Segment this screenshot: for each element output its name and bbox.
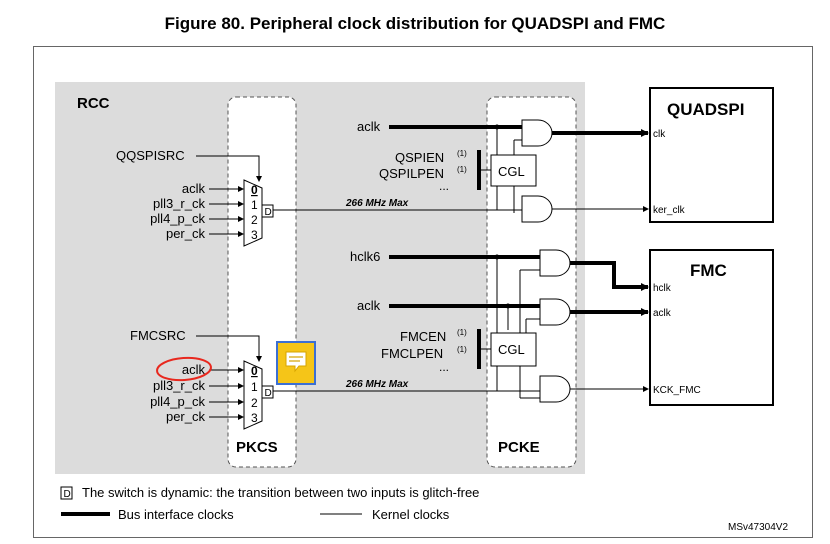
qspi-and-kernel — [521, 195, 553, 223]
qspi-lpen-note: (1) — [457, 165, 467, 174]
quadspi-title: QUADSPI — [667, 100, 744, 119]
fmc-and-aclk — [539, 298, 571, 326]
qspi-selector-label: QQSPISRC — [116, 148, 185, 163]
red-annotation-circle — [156, 356, 212, 382]
quadspi-port-ker-clk: ker_clk — [653, 205, 686, 216]
fmc-dynamic-marker — [261, 385, 274, 399]
fmc-port-hclk: hclk — [653, 283, 672, 294]
fmc-port-aclk: aclk — [653, 308, 672, 319]
fmc-selector-label: FMCSRC — [130, 328, 186, 343]
qspi-max-freq: 266 MHz Max — [345, 198, 409, 209]
rcc-label: RCC — [77, 95, 110, 112]
fmc-mux-num-1: 1 — [251, 380, 258, 394]
fmc-cgl — [490, 332, 537, 367]
fmc-bus-hclk6-label: hclk6 — [350, 249, 380, 264]
fmc-input-aclk: aclk — [182, 362, 206, 377]
legend-kernel-text: Kernel clocks — [372, 507, 450, 522]
legend-dynamic-marker — [60, 486, 73, 500]
fmc-mux-num-3: 3 — [251, 411, 258, 425]
fmc-max-freq: 266 MHz Max — [345, 379, 409, 390]
figure-title: Figure 80. Peripheral clock distribution… — [164, 14, 666, 33]
figure-frame — [33, 46, 813, 538]
fmc-mux-num-0: 0 — [251, 364, 258, 378]
qspi-en-label: QSPIEN — [395, 150, 444, 165]
pkcs-label: PKCS — [236, 439, 278, 456]
qspi-input-aclk: aclk — [182, 181, 206, 196]
fmc-cgl-label: CGL — [498, 342, 525, 357]
qspi-mux — [243, 179, 263, 247]
qspi-mux-num-1: 1 — [251, 198, 258, 212]
qspi-mux-num-0: 0 — [251, 183, 258, 197]
qspi-cgl-label: CGL — [498, 164, 525, 179]
fmc-en-label: FMCEN — [400, 329, 446, 344]
qspi-ellipsis: ... — [439, 179, 449, 193]
qspi-input-per: per_ck — [166, 226, 206, 241]
qspi-dynamic-marker — [261, 204, 274, 218]
comment-note-icon[interactable] — [276, 341, 316, 385]
fmc-mux-num-2: 2 — [251, 396, 258, 410]
qspi-dynamic-marker-text: D — [265, 207, 272, 218]
qspi-lpen-label: QSPILPEN — [379, 166, 444, 181]
qspi-and-bus — [521, 119, 553, 147]
legend-dynamic-text: The switch is dynamic: the transition be… — [82, 485, 479, 500]
legend-dynamic-marker-text: D — [64, 489, 71, 500]
qspi-input-pll3: pll3_r_ck — [153, 196, 206, 211]
fmc-ellipsis: ... — [439, 360, 449, 374]
fmc-and-kernel — [539, 375, 571, 403]
legend-bus-text: Bus interface clocks — [118, 507, 234, 522]
qspi-input-pll4: pll4_p_ck — [150, 211, 205, 226]
fmc-input-pll4: pll4_p_ck — [150, 394, 205, 409]
fmc-input-pll3: pll3_r_ck — [153, 378, 206, 393]
qspi-bus-aclk-label: aclk — [357, 119, 381, 134]
fmc-en-note: (1) — [457, 328, 467, 337]
fmc-dynamic-marker-text: D — [265, 388, 272, 399]
fmc-bus-aclk-label: aclk — [357, 298, 381, 313]
fmc-mux — [243, 360, 263, 430]
fmc-block — [649, 249, 774, 406]
fmc-input-per: per_ck — [166, 409, 206, 424]
qspi-mux-num-3: 3 — [251, 228, 258, 242]
fmc-lpen-label: FMCLPEN — [381, 346, 443, 361]
fmc-lpen-note: (1) — [457, 345, 467, 354]
qspi-en-note: (1) — [457, 149, 467, 158]
reference-code: MSv47304V2 — [728, 522, 788, 533]
quadspi-block — [649, 87, 774, 223]
fmc-title: FMC — [690, 261, 727, 280]
quadspi-port-clk: clk — [653, 129, 666, 140]
qspi-mux-num-2: 2 — [251, 213, 258, 227]
pcke-label: PCKE — [498, 439, 540, 456]
fmc-and-hclk — [539, 249, 571, 277]
fmc-port-kck: KCK_FMC — [653, 385, 701, 396]
pcke-box — [486, 96, 577, 468]
